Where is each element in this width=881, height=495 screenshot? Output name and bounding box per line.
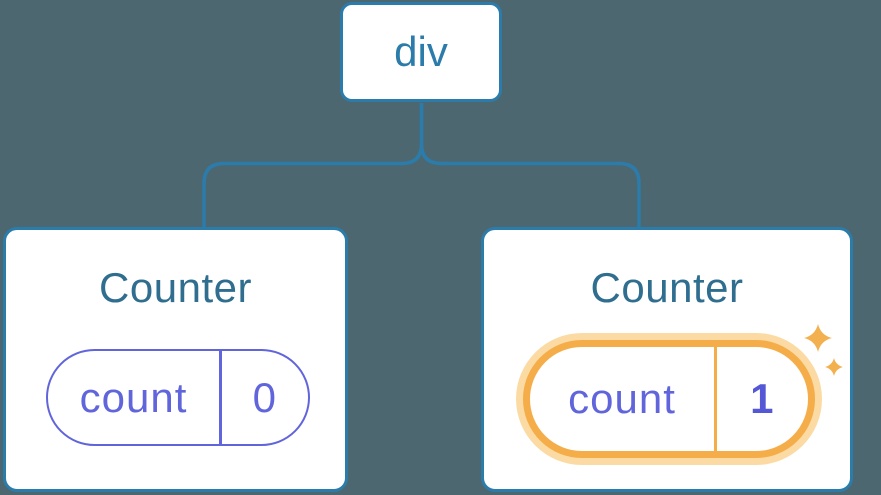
connector-left-branch (202, 103, 424, 228)
root-node-div: div (340, 2, 502, 102)
connector-right-branch (419, 103, 641, 228)
pill-divider (219, 351, 222, 444)
counter-card-right: Counter count 1 (481, 227, 853, 492)
pill-divider (714, 347, 717, 451)
root-node-label: div (394, 28, 448, 75)
state-value: 1 (750, 375, 775, 422)
state-key-label: count (79, 373, 188, 421)
sparkle-icon-small (825, 358, 843, 376)
state-pill: count 0 (46, 349, 310, 446)
counter-card-left: Counter count 0 (3, 227, 348, 492)
component-title: Counter (99, 264, 252, 311)
state-value: 0 (252, 373, 277, 421)
sparkle-icons (804, 324, 843, 376)
state-pill-highlighted: count 1 (523, 340, 815, 458)
component-title: Counter (590, 264, 744, 311)
sparkle-icon-large (804, 324, 832, 352)
state-key-label: count (568, 375, 676, 422)
